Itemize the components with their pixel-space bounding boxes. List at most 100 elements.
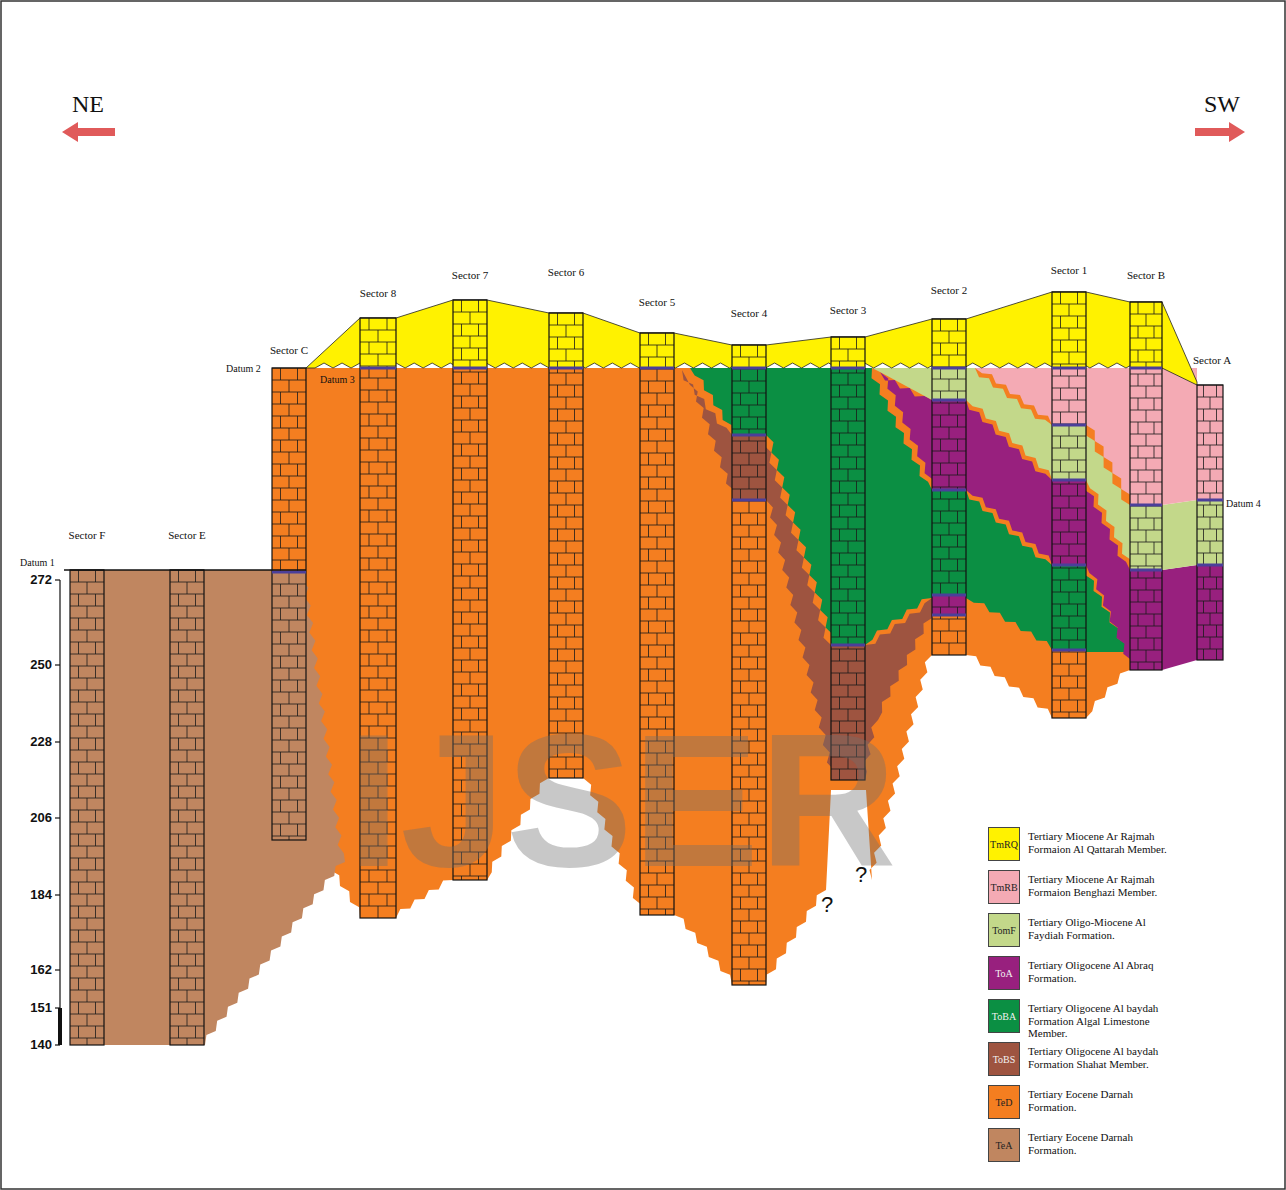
column-unit <box>732 435 766 500</box>
scale-tick <box>55 1044 60 1045</box>
column-unit <box>1052 650 1086 718</box>
sector-column <box>453 300 487 880</box>
scale-tick <box>55 579 60 580</box>
datum-label: Datum 3 <box>320 374 355 385</box>
sector-name: Sector 3 <box>830 304 866 316</box>
legend-text: Tertiary Oligocene Al Abraq Formation. <box>1028 959 1178 984</box>
contact-mark <box>732 434 766 437</box>
legend-text: Tertiary Oligocene Al baydah Formation S… <box>1028 1045 1178 1070</box>
column-outline <box>170 570 204 1045</box>
legend-swatch <box>988 1128 1020 1162</box>
legend-swatch <box>988 1042 1020 1076</box>
direction-label: SW <box>1204 91 1240 117</box>
contact-mark <box>1130 569 1162 572</box>
column-unit <box>1197 500 1223 565</box>
scale-tick <box>55 741 60 742</box>
contact-mark <box>1052 424 1086 427</box>
limestone-brick-pattern <box>1130 302 1162 670</box>
contact-mark <box>549 367 583 370</box>
column-outline <box>640 333 674 915</box>
lithology-columns <box>70 292 1223 1045</box>
legend-swatch <box>988 956 1020 990</box>
contact-mark <box>453 367 487 370</box>
contact-mark <box>1130 504 1162 507</box>
direction-label: NE <box>72 91 104 117</box>
legend-swatch <box>988 1085 1020 1119</box>
column-unit <box>170 570 204 1045</box>
unit-code: TeD <box>995 1097 1012 1108</box>
limestone-brick-pattern <box>170 570 204 1045</box>
column-outline <box>732 345 766 985</box>
contact-mark <box>831 644 865 647</box>
sector-name: Sector E <box>168 529 206 541</box>
sector-column <box>1130 302 1162 670</box>
sector-column <box>1052 292 1086 718</box>
column-outline <box>1130 302 1162 670</box>
scale-tick <box>55 1007 60 1008</box>
sector-name: Sector 2 <box>931 284 967 296</box>
scale-tick <box>55 817 60 818</box>
limestone-brick-pattern <box>272 368 306 840</box>
column-unit <box>831 368 865 645</box>
sector-name: Sector 5 <box>639 296 675 308</box>
scale-value: 206 <box>30 811 52 825</box>
scale-block <box>58 1008 62 1045</box>
scale-value: 272 <box>30 573 52 587</box>
unit-code: TeA <box>995 1140 1012 1151</box>
column-outline <box>549 313 583 778</box>
legend-text: Tertiary Miocene Ar Rajmah Formaion Beng… <box>1028 873 1178 898</box>
sector-column <box>640 333 674 915</box>
sector-name: Sector 6 <box>548 266 584 278</box>
sector-column <box>932 319 966 655</box>
column-outline <box>932 319 966 655</box>
sector-name: Sector A <box>1193 354 1231 366</box>
column-outline <box>831 337 865 780</box>
sector-name: Sector C <box>270 344 308 356</box>
legend-swatch <box>988 870 1020 904</box>
column-outline <box>1052 292 1086 718</box>
contact-mark <box>932 399 966 402</box>
sector-name: Sector 1 <box>1051 264 1087 276</box>
contact-mark <box>932 594 966 597</box>
contact-mark <box>1130 367 1162 370</box>
sector-name: Sector 4 <box>731 307 767 319</box>
legend-text: Tertiary Eocene Darnah Formation. <box>1028 1088 1178 1113</box>
column-unit <box>453 300 487 368</box>
scale-tick <box>55 969 60 970</box>
contact-mark <box>1052 649 1086 652</box>
limestone-brick-pattern <box>831 337 865 780</box>
sector-column <box>732 345 766 985</box>
unit-code: ToBS <box>993 1054 1016 1065</box>
contact-mark <box>732 367 766 370</box>
scale-bar <box>55 580 62 1045</box>
contact-mark <box>1052 564 1086 567</box>
sector-name: Sector 7 <box>452 269 488 281</box>
sector-column <box>831 337 865 780</box>
limestone-brick-pattern <box>640 333 674 915</box>
limestone-brick-pattern <box>70 570 104 1045</box>
sector-column <box>70 570 104 1045</box>
column-outline <box>272 368 306 840</box>
contact-mark <box>1197 564 1223 567</box>
sector-column <box>272 368 306 840</box>
datum-label: Datum 2 <box>226 363 261 374</box>
column-outline <box>70 570 104 1045</box>
contact-mark <box>932 489 966 492</box>
datum-line <box>64 569 306 571</box>
scale-value: 162 <box>30 963 52 977</box>
column-unit <box>70 570 104 1045</box>
contact-mark <box>640 367 674 370</box>
sector-column <box>360 318 396 918</box>
limestone-brick-pattern <box>732 345 766 985</box>
column-outline <box>360 318 396 918</box>
scale-tick <box>55 664 60 665</box>
limestone-brick-pattern <box>932 319 966 655</box>
uncertain-mark: ? <box>821 893 833 917</box>
uncertain-mark: ? <box>855 863 867 887</box>
formation-region <box>70 570 345 1045</box>
legend-swatch <box>988 913 1020 947</box>
direction-arrow <box>62 122 115 142</box>
sector-name: Sector B <box>1127 269 1165 281</box>
sector-column <box>170 570 204 1045</box>
